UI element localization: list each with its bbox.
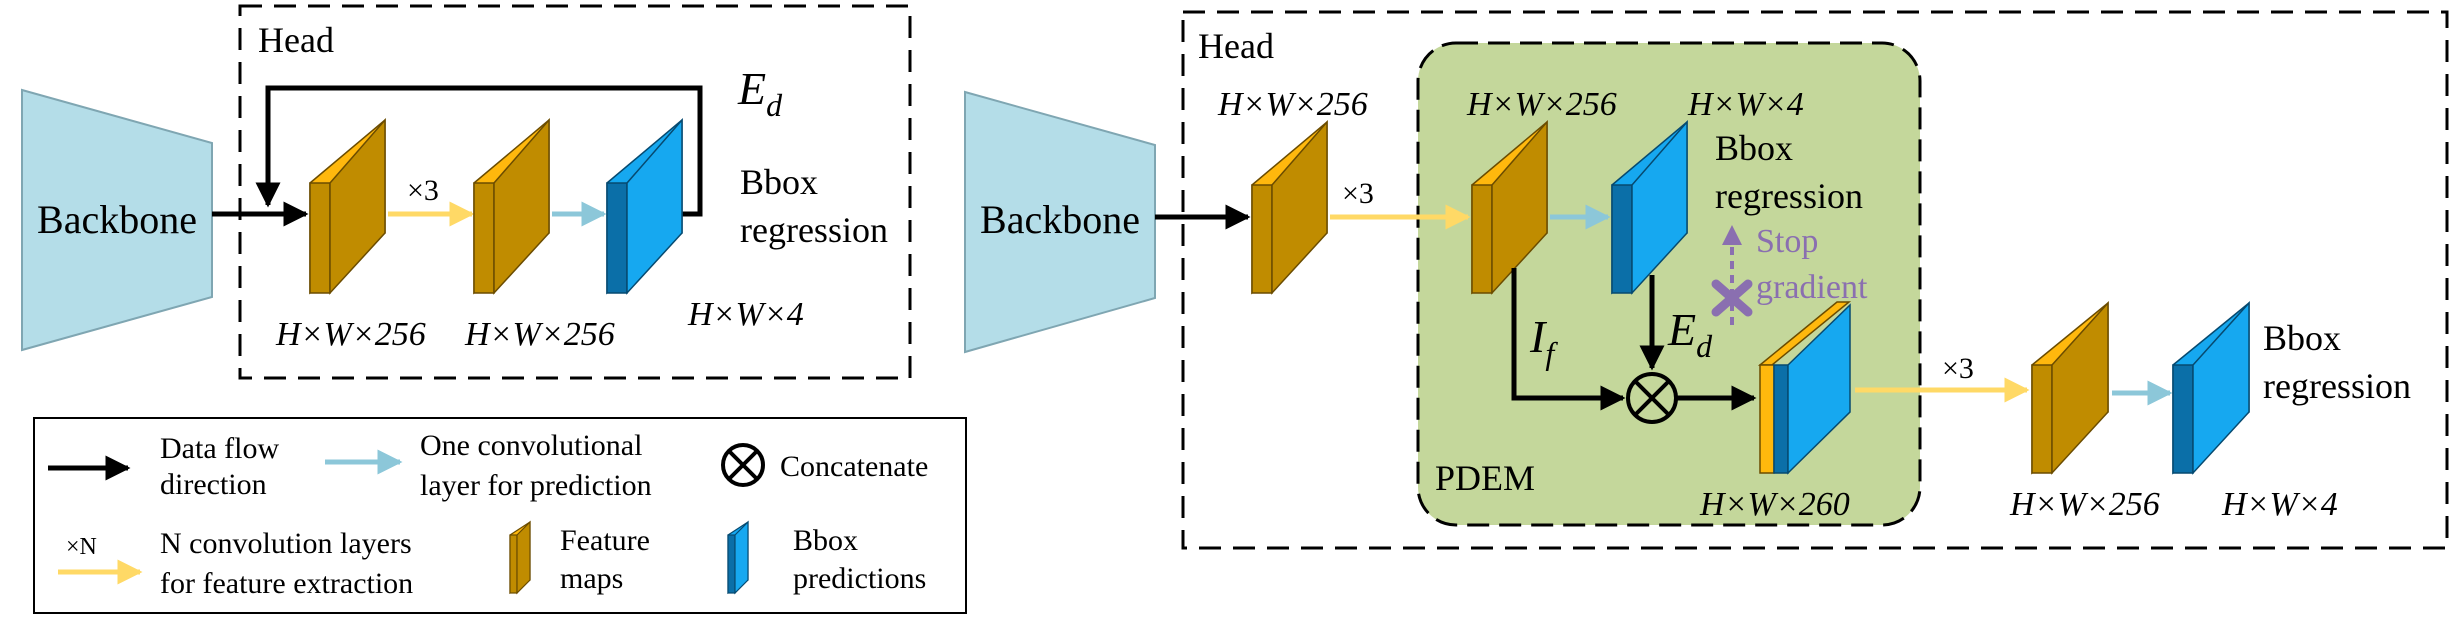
right-backbone-label: Backbone xyxy=(980,197,1140,242)
stop-gradient-label-2: gradient xyxy=(1756,269,1868,306)
right-times3-b: ×3 xyxy=(1942,352,1974,385)
legend-xn: ×N xyxy=(66,534,97,560)
legend-bboxp-1: Bbox xyxy=(793,524,858,557)
legend-feature-1: Feature xyxy=(560,524,650,557)
right-dim-out-2: H×W×4 xyxy=(2221,486,2338,523)
left-dim-2: H×W×256 xyxy=(464,316,615,353)
left-feature-map-2 xyxy=(473,118,550,295)
pdem-label: PDEM xyxy=(1435,458,1535,498)
left-ed-label: Ed xyxy=(737,63,783,123)
right-dim-out-1: H×W×256 xyxy=(2009,486,2160,523)
concatenate-icon xyxy=(1626,372,1678,424)
right-bbox2-label-1: Bbox xyxy=(2263,318,2341,358)
left-dim-3: H×W×4 xyxy=(687,296,804,333)
left-bbox-map xyxy=(606,118,683,295)
left-bbox-label-1: Bbox xyxy=(740,162,818,202)
legend-box xyxy=(33,417,967,614)
legend-concatenate: Concatenate xyxy=(780,450,928,483)
right-feature-map-a xyxy=(1251,120,1328,295)
left-feature-map-1 xyxy=(309,118,386,295)
legend-feature-map-icon xyxy=(509,520,531,595)
legend-data-flow-1: Data flow xyxy=(160,432,279,465)
right-bbox-map-2 xyxy=(2172,301,2250,475)
legend-data-flow-2: direction xyxy=(160,468,267,501)
right-dim-top-1: H×W×256 xyxy=(1217,86,1368,123)
left-feedback-loop xyxy=(255,85,703,217)
right-feature-map-b xyxy=(1471,120,1548,295)
right-dim-top-2: H×W×256 xyxy=(1466,86,1617,123)
stop-gradient-label-1: Stop xyxy=(1756,223,1818,260)
concatenated-feature-map xyxy=(1757,301,1852,475)
legend-bboxp-2: predictions xyxy=(793,562,926,595)
right-head-box xyxy=(1181,10,2449,550)
left-backbone-label: Backbone xyxy=(37,197,197,242)
legend-conv-pred-2: layer for prediction xyxy=(420,469,652,502)
legend-feature-2: maps xyxy=(560,562,623,595)
legend-conv-pred-1: One convolutional xyxy=(420,429,642,462)
right-bbox1-label-2: regression xyxy=(1715,176,1863,216)
left-head-box xyxy=(238,4,912,380)
legend-nconv-1: N convolution layers xyxy=(160,527,412,560)
legend-nconv-2: for feature extraction xyxy=(160,567,413,600)
left-head-label: Head xyxy=(258,20,334,60)
left-times3: ×3 xyxy=(407,174,439,207)
legend-concatenate-icon xyxy=(721,443,765,487)
right-bbox-map-1 xyxy=(1611,120,1688,295)
right-feature-map-out xyxy=(2031,301,2109,475)
right-bbox2-label-2: regression xyxy=(2263,366,2411,406)
left-dim-1: H×W×256 xyxy=(275,316,426,353)
right-times3-a: ×3 xyxy=(1342,177,1374,210)
if-path-arrow xyxy=(1511,268,1626,411)
legend-bbox-icon xyxy=(727,520,749,595)
left-backbone xyxy=(21,88,213,352)
right-backbone xyxy=(964,90,1156,354)
right-bbox1-label-1: Bbox xyxy=(1715,128,1793,168)
right-head-label: Head xyxy=(1198,26,1274,66)
left-bbox-label-2: regression xyxy=(740,210,888,250)
right-dim-top-3: H×W×4 xyxy=(1687,86,1804,123)
right-ed-label: Ed xyxy=(1667,304,1713,364)
stop-gradient-cross-icon xyxy=(1711,279,1753,317)
right-dim-concat: H×W×260 xyxy=(1699,486,1850,523)
